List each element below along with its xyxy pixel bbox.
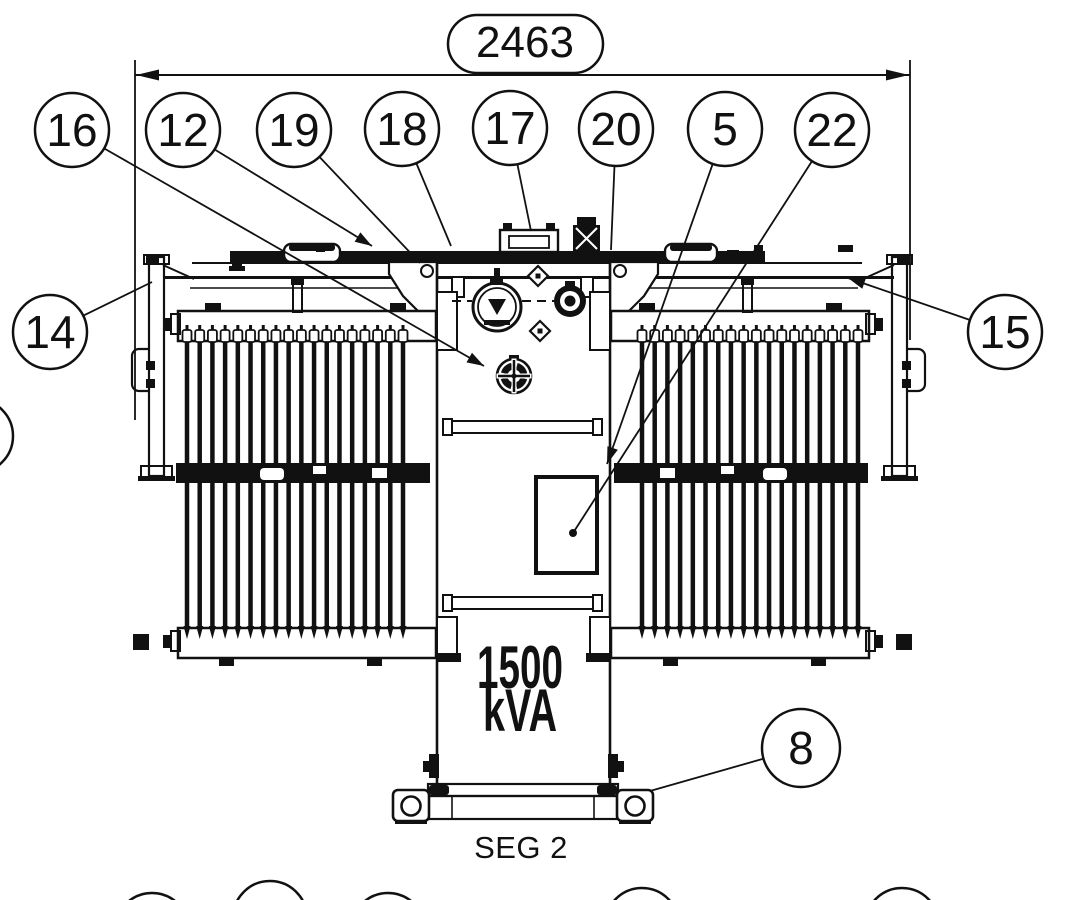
leader-line xyxy=(82,281,153,317)
oil-level-gauge xyxy=(471,268,523,333)
cover-handhole xyxy=(498,223,560,254)
callout-8: 8 xyxy=(649,707,842,792)
left-lifting-lug xyxy=(282,242,342,264)
leader-line xyxy=(318,156,421,264)
base-plate xyxy=(426,782,620,798)
left-mid-band xyxy=(176,463,430,483)
callout-number: 20 xyxy=(590,103,641,155)
cover-bolts xyxy=(229,245,853,271)
callout-number: 8 xyxy=(788,722,814,774)
cover-band xyxy=(230,251,765,262)
valve-diamond-lower xyxy=(528,319,552,343)
left-support xyxy=(130,254,175,481)
callout-number: 15 xyxy=(979,306,1030,358)
pressure-gauge xyxy=(554,281,586,317)
upper-brace-bar xyxy=(442,418,603,436)
thermometer-fitting xyxy=(573,217,600,252)
rail-left-bevel xyxy=(162,264,195,280)
radiator-mid-bands xyxy=(176,463,868,483)
drain-valve xyxy=(495,355,533,395)
callout-16: 16 xyxy=(33,91,485,367)
callout-20: 20 xyxy=(577,90,655,251)
callout-5: 5 xyxy=(606,90,764,465)
callout-balloon xyxy=(11,293,89,371)
callout-partial xyxy=(613,886,671,900)
right-support xyxy=(881,254,927,481)
right-mid-band xyxy=(614,463,868,483)
leader-line xyxy=(103,147,485,367)
callout-number: 19 xyxy=(268,104,319,156)
callout-partial xyxy=(0,406,15,466)
right-jacking-pad xyxy=(615,788,655,824)
leader-line xyxy=(649,757,764,792)
callout-number: 12 xyxy=(157,104,208,156)
radiator-fins xyxy=(181,325,864,639)
callout-balloon xyxy=(33,91,111,169)
callout-19: 19 xyxy=(255,91,421,264)
rating-unit: kVA xyxy=(483,677,557,744)
cover-fittings xyxy=(452,264,586,395)
skid xyxy=(426,794,620,821)
dimension-arrow-right xyxy=(886,69,909,81)
left-jacking-pad xyxy=(391,788,431,824)
callout-17: 17 xyxy=(471,89,549,232)
left-radiator-bottom-header xyxy=(176,626,438,660)
callout-balloon xyxy=(471,89,549,167)
callout-partial xyxy=(236,879,304,900)
callout-balloon xyxy=(363,90,441,168)
wall-clamps xyxy=(423,754,624,778)
leader-arrowhead xyxy=(466,352,484,366)
callout-layer: 16 12 19 18 17 20 5 22 14 15 8 xyxy=(0,89,1044,900)
callout-number: 17 xyxy=(484,102,535,154)
leader-line xyxy=(214,148,373,247)
leader-line xyxy=(610,165,616,251)
leader-line xyxy=(572,160,813,534)
callout-partial xyxy=(364,891,412,900)
rating-value: 1500 xyxy=(477,634,563,701)
leader-arrowhead xyxy=(607,446,618,464)
callout-partial xyxy=(873,886,931,900)
leader-line xyxy=(415,162,452,247)
left-handle xyxy=(130,347,150,393)
callout-12: 12 xyxy=(144,91,373,247)
right-radiator-bottom-header xyxy=(609,626,871,660)
tank xyxy=(391,262,655,824)
callout-balloon xyxy=(966,293,1044,371)
valve-diamond-upper xyxy=(526,264,550,288)
callout-14: 14 xyxy=(11,281,153,371)
callout-balloon xyxy=(793,91,871,169)
callout-balloon xyxy=(760,707,842,789)
leader-arrowhead xyxy=(848,278,866,289)
callout-number: 22 xyxy=(806,104,857,156)
dimension-group: 2463 xyxy=(134,13,911,420)
leader-arrowhead xyxy=(354,232,372,246)
callout-22: 22 xyxy=(569,91,871,537)
right-handle xyxy=(907,347,927,393)
nameplate xyxy=(534,475,599,575)
callout-balloon xyxy=(686,90,764,168)
callout-balloon xyxy=(255,91,333,169)
view-label: SEG 2 xyxy=(474,830,568,865)
callout-number: 18 xyxy=(376,103,427,155)
rail-right-bevel xyxy=(862,264,895,280)
leader-line xyxy=(516,164,532,232)
right-lifting-lug xyxy=(663,242,719,264)
callout-partial xyxy=(128,891,176,900)
callout-number: 16 xyxy=(46,104,97,156)
dimension-balloon xyxy=(446,13,605,75)
lower-brace-bar xyxy=(442,594,603,612)
callout-number: 5 xyxy=(712,103,738,155)
callout-balloon xyxy=(577,90,655,168)
leader-line xyxy=(847,277,971,321)
dimension-arrow-left xyxy=(136,69,159,81)
leader-line xyxy=(606,163,714,465)
callout-18: 18 xyxy=(363,90,452,247)
callout-balloon xyxy=(144,91,222,169)
leader-dot xyxy=(569,529,577,537)
dimension-value: 2463 xyxy=(476,18,574,67)
callout-number: 14 xyxy=(24,306,75,358)
callout-15: 15 xyxy=(847,277,1044,371)
